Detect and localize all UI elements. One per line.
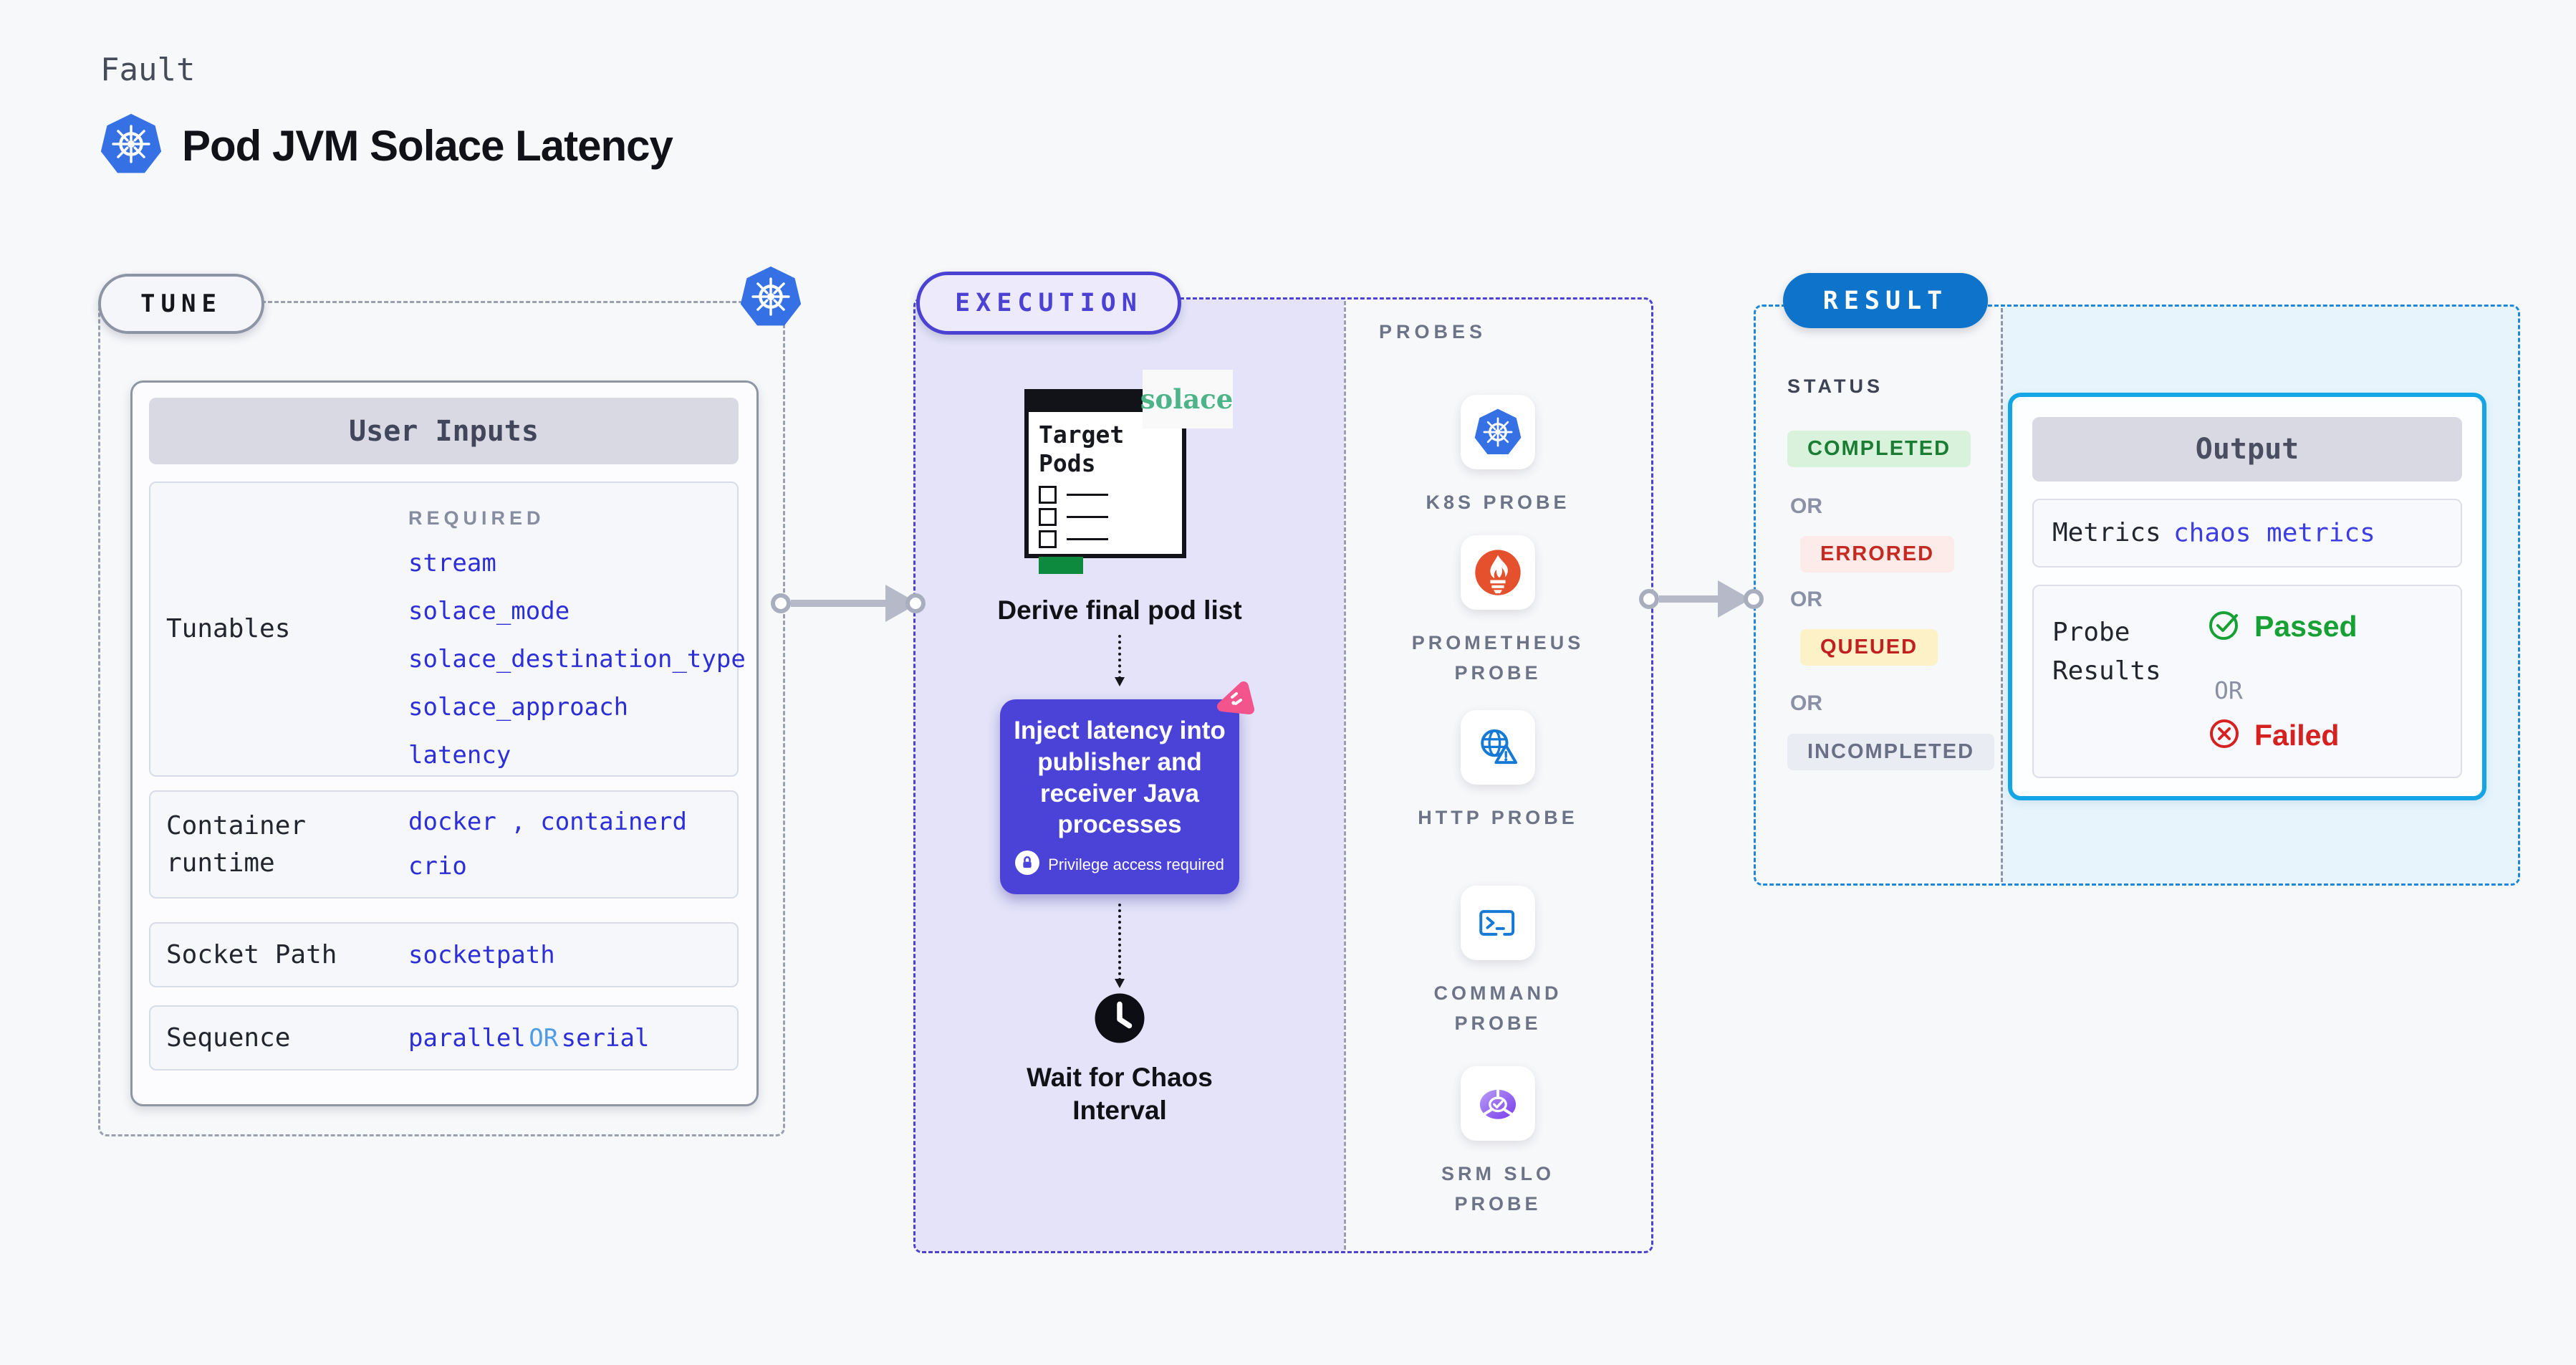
sequence-or-label: OR	[529, 1023, 559, 1053]
probe-results-row: Probe Results Passed OR	[2032, 585, 2462, 778]
x-circle-icon	[2207, 717, 2241, 755]
socket-path-label: Socket Path	[166, 939, 337, 969]
connector-node	[905, 593, 926, 613]
status-badge-completed: COMPLETED	[1787, 431, 1971, 467]
probes-column: PROBES K8S PROBE	[1344, 300, 1651, 1251]
lock-icon	[1015, 851, 1040, 878]
execution-to-result-arrow	[1659, 580, 1751, 618]
output-card: Output Metrics chaos metrics Probe Resul…	[2008, 393, 2486, 800]
status-badge-incompleted: INCOMPLETED	[1787, 734, 1995, 770]
tunable-link-solace-approach[interactable]: solace_approach	[408, 693, 629, 722]
metrics-row: Metrics chaos metrics	[2032, 499, 2462, 567]
failed-line: Failed	[2207, 717, 2339, 755]
check-circle-icon	[2207, 608, 2241, 646]
pod-checkbox-row	[1029, 526, 1182, 549]
fault-kicker: Fault	[100, 52, 196, 88]
http-globe-icon	[1461, 710, 1535, 785]
kubernetes-icon	[740, 266, 802, 327]
sequence-label: Sequence	[166, 1022, 291, 1053]
container-runtime-label: Container runtime	[166, 810, 307, 878]
socket-path-row: Socket Path socketpath	[149, 922, 739, 987]
flow-arrow-down	[1115, 635, 1125, 686]
container-runtime-row: Container runtime docker , containerd cr…	[149, 790, 739, 899]
connector-node	[771, 593, 791, 613]
target-pods-title: Target Pods	[1039, 421, 1125, 477]
privilege-label: Privilege access required	[1048, 855, 1224, 873]
page-title: Pod JVM Solace Latency	[182, 122, 673, 170]
probe-label: COMMAND PROBE	[1433, 982, 1562, 1034]
user-inputs-card: User Inputs Tunables REQUIRED stream sol…	[130, 380, 759, 1106]
required-label: REQUIRED	[408, 507, 545, 529]
probes-title: PROBES	[1379, 321, 1487, 343]
tune-pill: TUNE	[98, 274, 264, 334]
probe-label: SRM SLO PROBE	[1441, 1163, 1554, 1215]
page-title-row: Pod JVM Solace Latency	[100, 113, 673, 178]
probe-item-http: HTTP PROBE	[1405, 710, 1591, 833]
socket-path-value[interactable]: socketpath	[408, 940, 555, 969]
probe-item-command: COMMAND PROBE	[1405, 886, 1591, 1039]
status-title: STATUS	[1787, 375, 1883, 397]
probe-label: K8S PROBE	[1426, 492, 1570, 513]
litmus-chaos-icon	[1213, 678, 1256, 721]
tunable-link-solace-destination-type[interactable]: solace_destination_type	[408, 645, 746, 674]
probe-results-label: Probe Results	[2052, 618, 2161, 686]
or-label: OR	[1790, 691, 1822, 715]
tunables-label: Tunables	[166, 613, 291, 643]
confirm-bar	[1039, 557, 1083, 575]
result-section-box: STATUS COMPLETED OR ERRORED OR QUEUED OR…	[1754, 305, 2520, 886]
probes-divider	[1344, 301, 1346, 1250]
sequence-row: Sequence parallel OR serial	[149, 1005, 739, 1071]
result-pill: RESULT	[1783, 273, 1988, 328]
inject-latency-step: Inject latency into publisher and receiv…	[1000, 699, 1239, 894]
passed-label: Passed	[2254, 610, 2358, 643]
probe-item-prometheus: PROMETHEUS PROBE	[1405, 535, 1591, 689]
connector-node	[1639, 589, 1659, 609]
tune-section-box	[98, 301, 785, 1136]
srm-slo-icon	[1461, 1066, 1535, 1141]
privilege-row: Privilege access required	[1015, 851, 1224, 878]
kubernetes-icon	[100, 113, 162, 178]
sequence-value-parallel[interactable]: parallel	[408, 1023, 526, 1053]
failed-label: Failed	[2254, 719, 2340, 752]
execution-pill: EXECUTION	[916, 272, 1181, 335]
runtime-values-line2[interactable]: crio	[408, 852, 467, 881]
flow-arrow-down	[1115, 904, 1125, 988]
probe-item-k8s: K8S PROBE	[1405, 395, 1591, 518]
or-label: OR	[2214, 676, 2243, 704]
passed-line: Passed	[2207, 608, 2358, 646]
kubernetes-icon	[1461, 395, 1535, 469]
metrics-value[interactable]: chaos metrics	[2173, 518, 2375, 548]
metrics-label: Metrics	[2052, 518, 2161, 547]
execution-panel: Target Pods solace Derive final pod list…	[915, 300, 1344, 1251]
tunables-values: REQUIRED stream solace_mode solace_desti…	[408, 507, 746, 770]
or-label: OR	[1790, 494, 1822, 518]
output-header: Output	[2032, 417, 2462, 482]
connector-node	[1744, 589, 1764, 609]
execution-section-box: Target Pods solace Derive final pod list…	[913, 297, 1653, 1253]
tunable-link-stream[interactable]: stream	[408, 549, 496, 578]
probe-label: PROMETHEUS PROBE	[1411, 632, 1585, 684]
terminal-icon	[1461, 886, 1535, 960]
sequence-value-serial[interactable]: serial	[561, 1023, 650, 1053]
pod-checkbox-row	[1029, 504, 1182, 527]
inject-latency-label: Inject latency into publisher and receiv…	[1014, 717, 1226, 839]
tune-to-execution-arrow	[791, 585, 918, 622]
probe-label: HTTP PROBE	[1418, 807, 1578, 828]
prometheus-icon	[1461, 535, 1535, 610]
or-label: OR	[1790, 588, 1822, 611]
status-badge-queued: QUEUED	[1800, 629, 1938, 666]
tunables-row: Tunables REQUIRED stream solace_mode sol…	[149, 482, 746, 777]
solace-logo: solace	[1140, 370, 1233, 428]
tunable-link-latency[interactable]: latency	[408, 741, 511, 770]
pod-checkbox-row	[1029, 482, 1182, 504]
derive-pod-list-label: Derive final pod list	[997, 595, 1242, 625]
result-divider	[2001, 308, 2003, 882]
wait-chaos-interval-label: Wait for Chaos Interval	[1027, 1063, 1213, 1126]
status-badge-errored: ERRORED	[1800, 536, 1955, 573]
probe-item-srm-slo: SRM SLO PROBE	[1405, 1066, 1591, 1220]
clock-icon	[1094, 992, 1145, 1044]
tunable-link-solace-mode[interactable]: solace_mode	[408, 597, 570, 626]
user-inputs-header: User Inputs	[149, 398, 739, 464]
runtime-values-line1[interactable]: docker , containerd	[408, 808, 687, 836]
